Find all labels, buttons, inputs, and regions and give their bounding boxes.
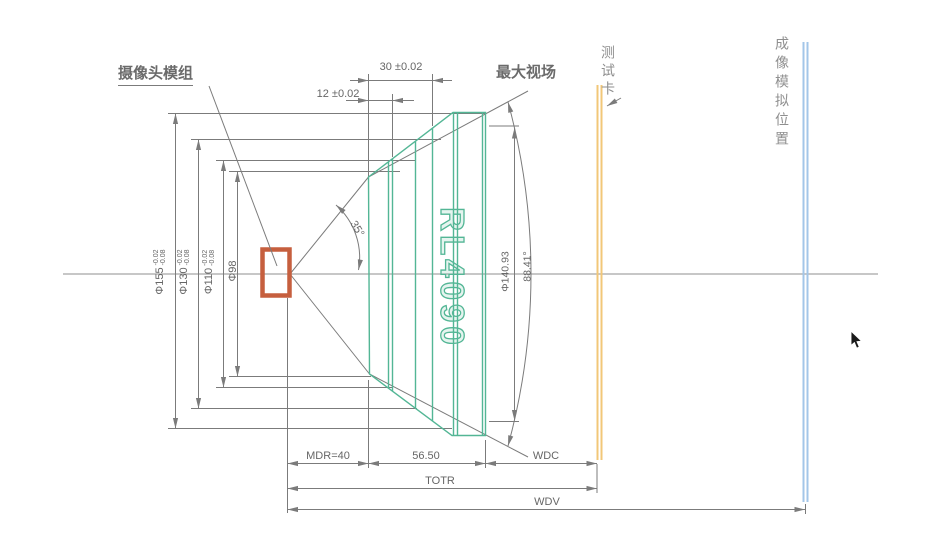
mouse-cursor <box>850 329 863 349</box>
lens-outline <box>367 111 487 437</box>
front-diameter-dimension <box>489 125 519 422</box>
tolerance-stack: -0.02 -0.08 <box>153 249 168 265</box>
fov-rays <box>289 90 529 458</box>
test-card-line <box>596 85 603 460</box>
tol-bottom: -0.08 <box>209 249 216 266</box>
diameter-extension-lines <box>168 113 486 429</box>
dim-label-mdr: MDR=40 <box>306 450 350 462</box>
dim-label-wdv: WDV <box>534 496 560 508</box>
dim-label-phi110: Φ110 -0.02 -0.08 <box>200 237 218 307</box>
tolerance-stack: -0.02 -0.08 <box>177 249 192 265</box>
dim-label-12: 12 ±0.02 <box>316 88 360 100</box>
dim-value: Φ98 <box>227 260 239 282</box>
tol-bottom: -0.08 <box>184 249 191 266</box>
dim-label-wdc: WDC <box>532 450 560 462</box>
test-card-label: 测试卡 <box>600 45 616 99</box>
bottom-dimension-lines <box>287 298 806 514</box>
dim-label-phi155: Φ155 -0.02 -0.08 <box>151 237 169 307</box>
tol-bottom: -0.08 <box>160 249 167 266</box>
dim-label-30: 30 ±0.02 <box>379 61 423 73</box>
top-dimension-lines <box>346 74 452 177</box>
dim-value: Φ155 <box>154 267 166 295</box>
dim-label-front-diameter: Φ140.93 <box>499 251 511 292</box>
imaging-position-label: 成像模拟位置 <box>774 36 790 150</box>
test-card-leader-line <box>606 97 622 107</box>
dim-value: Φ130 <box>178 267 190 295</box>
camera-module-label: 摄像头模组 <box>118 62 194 86</box>
full-fov-angle-arc <box>507 101 532 447</box>
tolerance-stack: -0.02 -0.08 <box>202 250 217 266</box>
camera-module-leader-line <box>208 85 278 267</box>
imaging-position-line <box>802 42 809 502</box>
tol-top: -0.02 <box>152 249 160 266</box>
camera-module-highlight <box>260 247 292 298</box>
dim-label-5650: 56.50 <box>412 450 440 462</box>
dim-label-phi130: Φ130 -0.02 -0.08 <box>175 237 193 307</box>
dim-value: Φ110 <box>203 267 215 295</box>
dim-label-full-fov: 88.41° <box>521 251 533 282</box>
half-fov-angle-arc <box>335 204 363 271</box>
tol-top: -0.02 <box>201 249 209 266</box>
tol-top: -0.02 <box>176 249 184 266</box>
dim-label-phi98: Φ98 <box>226 251 240 291</box>
lens-model-label: RL4090 <box>433 207 471 350</box>
max-fov-label: 最大视场 <box>496 64 557 81</box>
dim-label-totr: TOTR <box>425 475 455 487</box>
diameter-dimension-lines <box>172 113 241 429</box>
